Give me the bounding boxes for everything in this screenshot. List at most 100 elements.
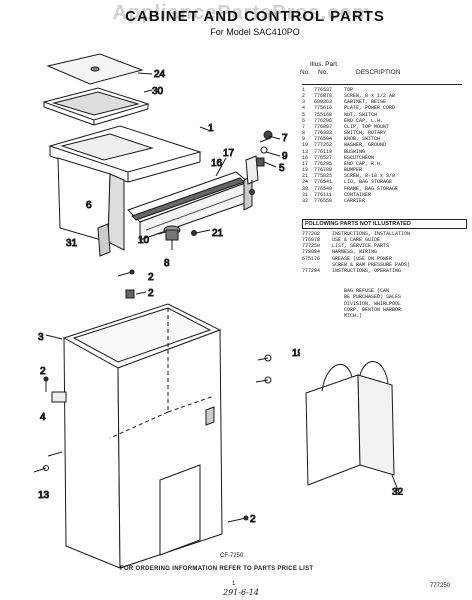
callout-21: 21 [212, 228, 224, 239]
part-description: SWITCH, ROTARY [344, 130, 387, 137]
cabinet-part [45, 303, 223, 569]
part-number: 776878 [314, 93, 333, 100]
screw-2-bottom-part [227, 515, 249, 523]
table-row: 777294 INSTRUCTIONS, OPERATING [302, 268, 467, 274]
part-description: CONTAINER [344, 191, 372, 198]
callout-19: 19 [292, 348, 300, 359]
part-description: INSTRUCTIONS, INSTALLATION [332, 231, 411, 237]
note-line: MICH.) [344, 313, 363, 320]
parts-table-header: Illus. Part No. No. DESCRIPTION [300, 61, 470, 76]
part-number: 776527 [314, 154, 333, 161]
part-number: 776978 [302, 237, 321, 244]
callout-6: 6 [86, 200, 92, 211]
part-description: END CAP, R.H. [344, 160, 384, 167]
illus-number: 3 [302, 99, 306, 106]
part-description: INSTRUCTIONS, OPERATING [332, 267, 402, 274]
note-line: BAG REFUSE (CAN [344, 288, 390, 294]
illus-number: 10 [302, 142, 309, 149]
part-number: 776788 [314, 167, 333, 174]
part-number: 776296 [314, 117, 333, 124]
part-description: NUT, SWITCH [344, 111, 378, 118]
header-illus-part: Illus. Part [310, 61, 338, 68]
part-description: CLIP, TOP MOUNT [344, 123, 390, 130]
illus-number: 7 [302, 123, 306, 130]
part-description: FRAME, BAG STORAGE [344, 185, 399, 192]
illus-number: 5 [302, 111, 306, 118]
note-line: DIVISION, WHIRLPOOL [344, 300, 402, 307]
illus-number: 16 [302, 154, 309, 161]
illus-number: 8 [302, 130, 306, 137]
page-subtitle: For Model SAC410PO [210, 27, 300, 37]
bag-storage-lid-part [46, 53, 153, 85]
part-description: HARNESS, WIRING [332, 249, 378, 256]
callout-8: 8 [164, 258, 170, 269]
table-row: SCREW & RAM PRESSURE PADS) [302, 262, 467, 268]
illus-number: 9 [302, 136, 306, 143]
part-description: TOP [344, 87, 354, 93]
part-description: SCREW, 8 x 1/2 AB [344, 93, 396, 100]
note-line: BE PURCHASED) SALES [344, 294, 402, 301]
part-number: 776119 [314, 148, 333, 155]
table-row: 8 776333 SWITCH, ROTARY [302, 130, 467, 136]
watermark: AppliancePartsPros.com [112, 2, 372, 24]
part-number: 776550 [314, 197, 333, 204]
part-number: 776111 [314, 191, 333, 198]
part-number: 755168 [314, 111, 333, 118]
part-number: 776537 [314, 87, 333, 93]
page-number: 1 [232, 581, 236, 587]
illus-number: 30 [302, 185, 309, 192]
callout-24: 24 [154, 69, 166, 80]
callout-10: 10 [138, 235, 150, 246]
part-number: 777294 [302, 267, 321, 274]
illus-number: 24 [302, 179, 309, 186]
table-row: 5 755168 NUT, SWITCH [302, 112, 467, 118]
part-description: LIST, SERVICE PARTS [332, 243, 390, 250]
page-title: CABINET AND CONTROL PARTS [125, 8, 385, 25]
header-no: No. [300, 68, 311, 76]
table-row: 31 776111 CONTAINER [302, 192, 467, 198]
header-rule [302, 84, 462, 85]
callout-13: 13 [38, 490, 50, 501]
part-number: 776295 [314, 160, 333, 167]
illus-number: 13 [302, 148, 309, 155]
bag-storage-frame-part [42, 87, 153, 126]
screw-21-part [191, 229, 211, 236]
header-description: DESCRIPTION [356, 68, 401, 76]
callout-9: 9 [282, 151, 288, 162]
part-number: 776333 [314, 130, 333, 137]
callout-1: 1 [208, 123, 214, 134]
part-description: WASHER, GROUND [344, 142, 387, 149]
plate-and-bushing-parts [33, 376, 67, 473]
callout-32: 32 [392, 487, 404, 495]
callout-5: 5 [279, 163, 285, 174]
callout-2-d: 2 [250, 514, 256, 525]
part-description: SCREW & RAM PRESSURE PADS) [332, 261, 411, 268]
table-row: 778084 HARNESS, WIRING [302, 249, 467, 255]
callout-2-b: 2 [148, 288, 154, 299]
illus-number: 31 [302, 191, 309, 198]
carrier-part [305, 361, 401, 495]
part-description: PLATE, POWER CORD [344, 105, 396, 112]
part-number: 778084 [302, 249, 321, 256]
illus-number: 6 [302, 117, 306, 124]
callout-4: 4 [40, 412, 46, 423]
document-code: 777250 [430, 583, 451, 589]
illus-number: 4 [302, 105, 306, 112]
illus-number: 21 [302, 173, 309, 180]
carrier-drawing: 32 [305, 361, 404, 495]
callout-3: 3 [38, 332, 44, 343]
screw-2-top-part [117, 269, 147, 299]
